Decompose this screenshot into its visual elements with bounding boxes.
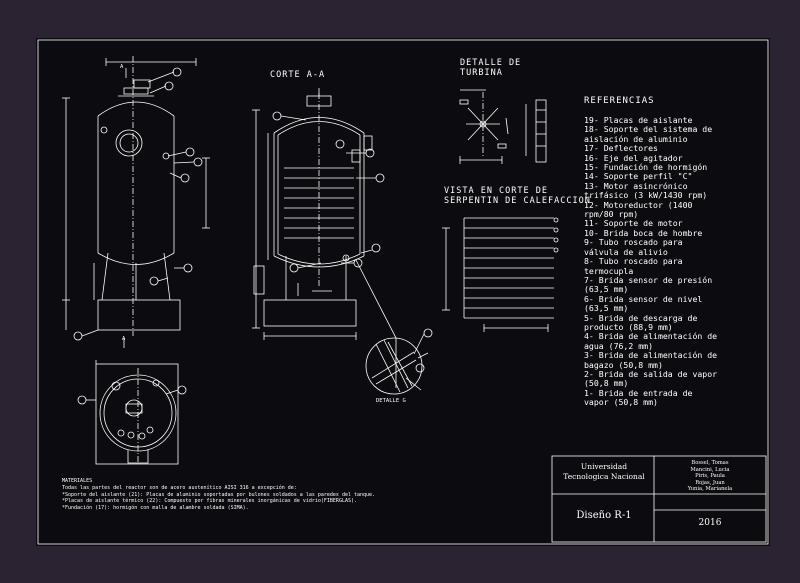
front-view bbox=[62, 56, 210, 348]
coil-title-line1: VISTA EN CORTE DE bbox=[444, 186, 548, 196]
materials-title: MATERIALES bbox=[62, 478, 93, 484]
reference-item: 2- Brida de salida de vapor bbox=[584, 368, 718, 379]
reference-item: aislación de aluminio bbox=[584, 133, 688, 144]
materials-line: Todas las partes del reactor son de acer… bbox=[62, 484, 297, 491]
reference-item: 14- Soporte perfil "C" bbox=[584, 171, 693, 182]
reference-item: bagazo (50,8 mm) bbox=[584, 359, 663, 370]
technical-drawing bbox=[37, 39, 769, 545]
section-view bbox=[252, 88, 397, 388]
institution-line1: Universidad bbox=[580, 462, 628, 471]
author: Mancini, Lucia bbox=[690, 466, 730, 473]
materials-notes: MATERIALES Todas las partes del reactor … bbox=[62, 478, 375, 512]
reference-item: 12- Motoreductor (1400 bbox=[584, 199, 693, 210]
turbine-title-line2: TURBINA bbox=[460, 68, 503, 78]
author: Rojas, Juan bbox=[695, 479, 725, 486]
reference-item: 1- Brida de entrada de bbox=[584, 387, 693, 398]
reference-item: 8- Tubo roscado para bbox=[584, 256, 683, 267]
materials-line: *Soporte del aislante (21): Placas de al… bbox=[62, 491, 376, 498]
reference-item: (63,5 mm) bbox=[584, 284, 629, 295]
drawing-sheet: CORTE A-A DETALLE DE TURBINA VISTA EN CO… bbox=[36, 38, 770, 546]
title-block-institution: Universidad Tecnologica Nacional bbox=[554, 462, 654, 482]
institution-line2: Tecnologica Nacional bbox=[563, 472, 645, 481]
reference-item: 15- Fundación de hormigón bbox=[584, 162, 708, 173]
section-title: CORTE A-A bbox=[270, 70, 326, 80]
reference-item: 7- Brida sensor de presión bbox=[584, 274, 713, 285]
detail-g bbox=[365, 328, 433, 395]
coil-view bbox=[442, 217, 559, 332]
title-block-authors: Bossel, Tomas Mancini, Lucia Piris, Paul… bbox=[656, 460, 764, 493]
reference-item: (63,5 mm) bbox=[584, 303, 629, 314]
sheet-border bbox=[37, 39, 769, 545]
reference-item: 6- Brida sensor de nivel bbox=[584, 293, 703, 304]
reference-item: 5- Brida de descarga de bbox=[584, 312, 698, 323]
coil-title-line2: SERPENTIN DE CALEFACCION bbox=[444, 196, 591, 206]
reference-item: (50,8 mm) bbox=[584, 378, 629, 389]
drawing-year: 2016 bbox=[698, 518, 722, 528]
reference-item: rpm/80 rpm) bbox=[584, 209, 639, 220]
detail-g-label: DETALLE G bbox=[376, 398, 406, 404]
reference-item: producto (88,9 mm) bbox=[584, 321, 673, 332]
reference-item: 18- Soporte del sistema de bbox=[584, 124, 713, 135]
reference-item: 9- Tubo roscado para bbox=[584, 237, 683, 248]
reference-item: 19- Placas de aislante bbox=[584, 115, 693, 125]
author: Bossel, Tomas bbox=[691, 460, 729, 466]
reference-item: agua (76,2 mm) bbox=[584, 340, 654, 351]
reference-item: 11- Soporte de motor bbox=[584, 218, 683, 229]
drawing-name: Diseño R-1 bbox=[576, 510, 632, 521]
reference-item: 13- Motor asincrónico bbox=[584, 180, 688, 191]
reference-item: 4- Brida de alimentación de bbox=[584, 331, 718, 342]
author: Piris, Paula bbox=[695, 473, 725, 479]
author: Yunia, Marianela bbox=[687, 486, 733, 492]
section-mark-top: A bbox=[120, 64, 124, 70]
section-coil bbox=[284, 167, 354, 239]
reference-item: 3- Brida de alimentación de bbox=[584, 350, 718, 361]
reference-item: 17- Deflectores bbox=[584, 143, 658, 154]
reference-item: 16- Eje del agitador bbox=[584, 152, 683, 163]
reference-item: termocupla bbox=[584, 265, 634, 276]
title-block-frame bbox=[551, 455, 767, 543]
top-view bbox=[77, 360, 187, 465]
reference-item: 10- Brida boca de hombre bbox=[584, 227, 703, 238]
materials-line: *Fundación (17): hormigón con malla de a… bbox=[62, 505, 249, 512]
references-title: REFERENCIAS bbox=[584, 96, 655, 106]
turbine-detail bbox=[459, 89, 547, 164]
section-mark-bottom: A bbox=[122, 336, 126, 342]
materials-line: *Placas de aislante térmico (22): Compue… bbox=[62, 498, 358, 505]
turbine-title-line1: DETALLE DE bbox=[460, 58, 522, 68]
reference-item: válvula de alivio bbox=[584, 246, 668, 257]
reference-item: trifásico (3 kW/1430 rpm) bbox=[584, 190, 708, 201]
reference-item: vapor (50,8 mm) bbox=[584, 397, 658, 408]
